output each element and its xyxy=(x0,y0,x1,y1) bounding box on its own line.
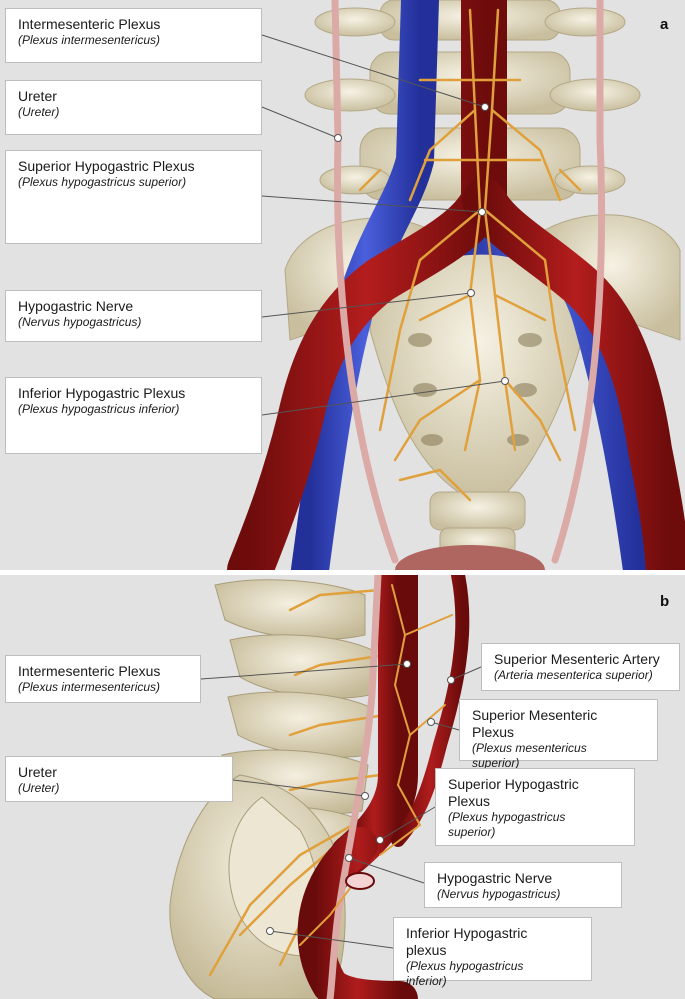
label-a-ureter: Ureter (Ureter) xyxy=(5,80,262,135)
label-main: Superior Mesenteric Artery xyxy=(494,651,660,667)
label-main: Intermesenteric Plexus xyxy=(18,16,161,32)
label-latin: (Plexus intermesentericus) xyxy=(18,33,161,47)
label-main: Superior Hypogastric Plexus xyxy=(448,776,579,809)
label-b-superior-hypogastric-plexus: Superior Hypogastric Plexus (Plexus hypo… xyxy=(435,768,635,846)
label-latin: (Ureter) xyxy=(18,781,60,795)
label-b-superior-mesenteric-plexus: Superior Mesenteric Plexus (Plexus mesen… xyxy=(459,699,658,770)
label-b-inferior-hypogastric-plexus: Inferior Hypogastric plexus (Plexus hypo… xyxy=(393,917,592,988)
label-b-hypogastric-nerve: Hypogastric Nerve (Nervus hypogastricus) xyxy=(424,862,622,908)
label-b-superior-mesenteric-artery: Superior Mesenteric Artery (Arteria mese… xyxy=(481,643,680,691)
label-main: Superior Hypogastric Plexus xyxy=(18,158,195,174)
label-latin: (Nervus hypogastricus) xyxy=(437,887,561,901)
label-a-superior-hypogastric-plexus: Superior Hypogastric Plexus (Plexus hypo… xyxy=(5,150,262,244)
bladder xyxy=(395,545,545,570)
panel-letter-a: a xyxy=(660,16,669,33)
plexus-lateral xyxy=(299,584,453,946)
panel-b: b Intermesenteric Plexus (Plexus interme… xyxy=(0,575,685,999)
label-latin: (Plexus hypogastricus inferior) xyxy=(406,959,524,988)
label-main: Ureter xyxy=(18,88,57,104)
panel-letter-b: b xyxy=(660,593,670,610)
aorta-lateral xyxy=(297,575,418,999)
label-b-intermesenteric-plexus: Intermesenteric Plexus (Plexus intermese… xyxy=(5,655,201,703)
label-a-inferior-hypogastric-plexus: Inferior Hypogastric Plexus (Plexus hypo… xyxy=(5,377,262,454)
label-main: Hypogastric Nerve xyxy=(18,298,134,314)
label-latin: (Plexus intermesentericus) xyxy=(18,680,161,694)
label-main: Hypogastric Nerve xyxy=(437,870,553,886)
label-latin: (Plexus hypogastricus superior) xyxy=(18,175,187,189)
panel-a-illustration xyxy=(227,0,685,570)
superior-mesenteric-artery xyxy=(391,575,470,847)
leader-lines xyxy=(261,34,506,416)
leader-dots xyxy=(334,103,509,385)
label-main: Inferior Hypogastric Plexus xyxy=(18,385,186,401)
label-latin: (Ureter) xyxy=(18,105,60,119)
panel-a: a Intermesenteric Plexus (Plexus interme… xyxy=(0,0,685,570)
label-b-ureter: Ureter (Ureter) xyxy=(5,756,233,802)
ureter-lateral xyxy=(326,575,382,999)
label-main: Ureter xyxy=(18,764,57,780)
nerve-plexus xyxy=(358,8,582,502)
label-latin: (Plexus mesentericus superior) xyxy=(472,741,587,770)
label-latin: (Plexus hypogastricus inferior) xyxy=(18,402,180,416)
label-a-intermesenteric-plexus: Intermesenteric Plexus (Plexus intermese… xyxy=(5,8,262,63)
ureters xyxy=(331,0,606,564)
artery-cut-end xyxy=(345,872,375,890)
leader-lines-b xyxy=(200,663,482,949)
label-latin: (Plexus hypogastricus superior) xyxy=(448,810,566,839)
label-latin: (Arteria mesenterica superior) xyxy=(494,668,653,682)
label-a-hypogastric-nerve: Hypogastric Nerve (Nervus hypogastricus) xyxy=(5,290,262,342)
label-main: Intermesenteric Plexus xyxy=(18,663,161,679)
label-main: Superior Mesenteric Plexus xyxy=(472,707,598,740)
label-latin: (Nervus hypogastricus) xyxy=(18,315,142,329)
label-main: Inferior Hypogastric plexus xyxy=(406,925,528,958)
leader-dots-b xyxy=(266,660,455,935)
panel-b-illustration xyxy=(169,575,482,999)
